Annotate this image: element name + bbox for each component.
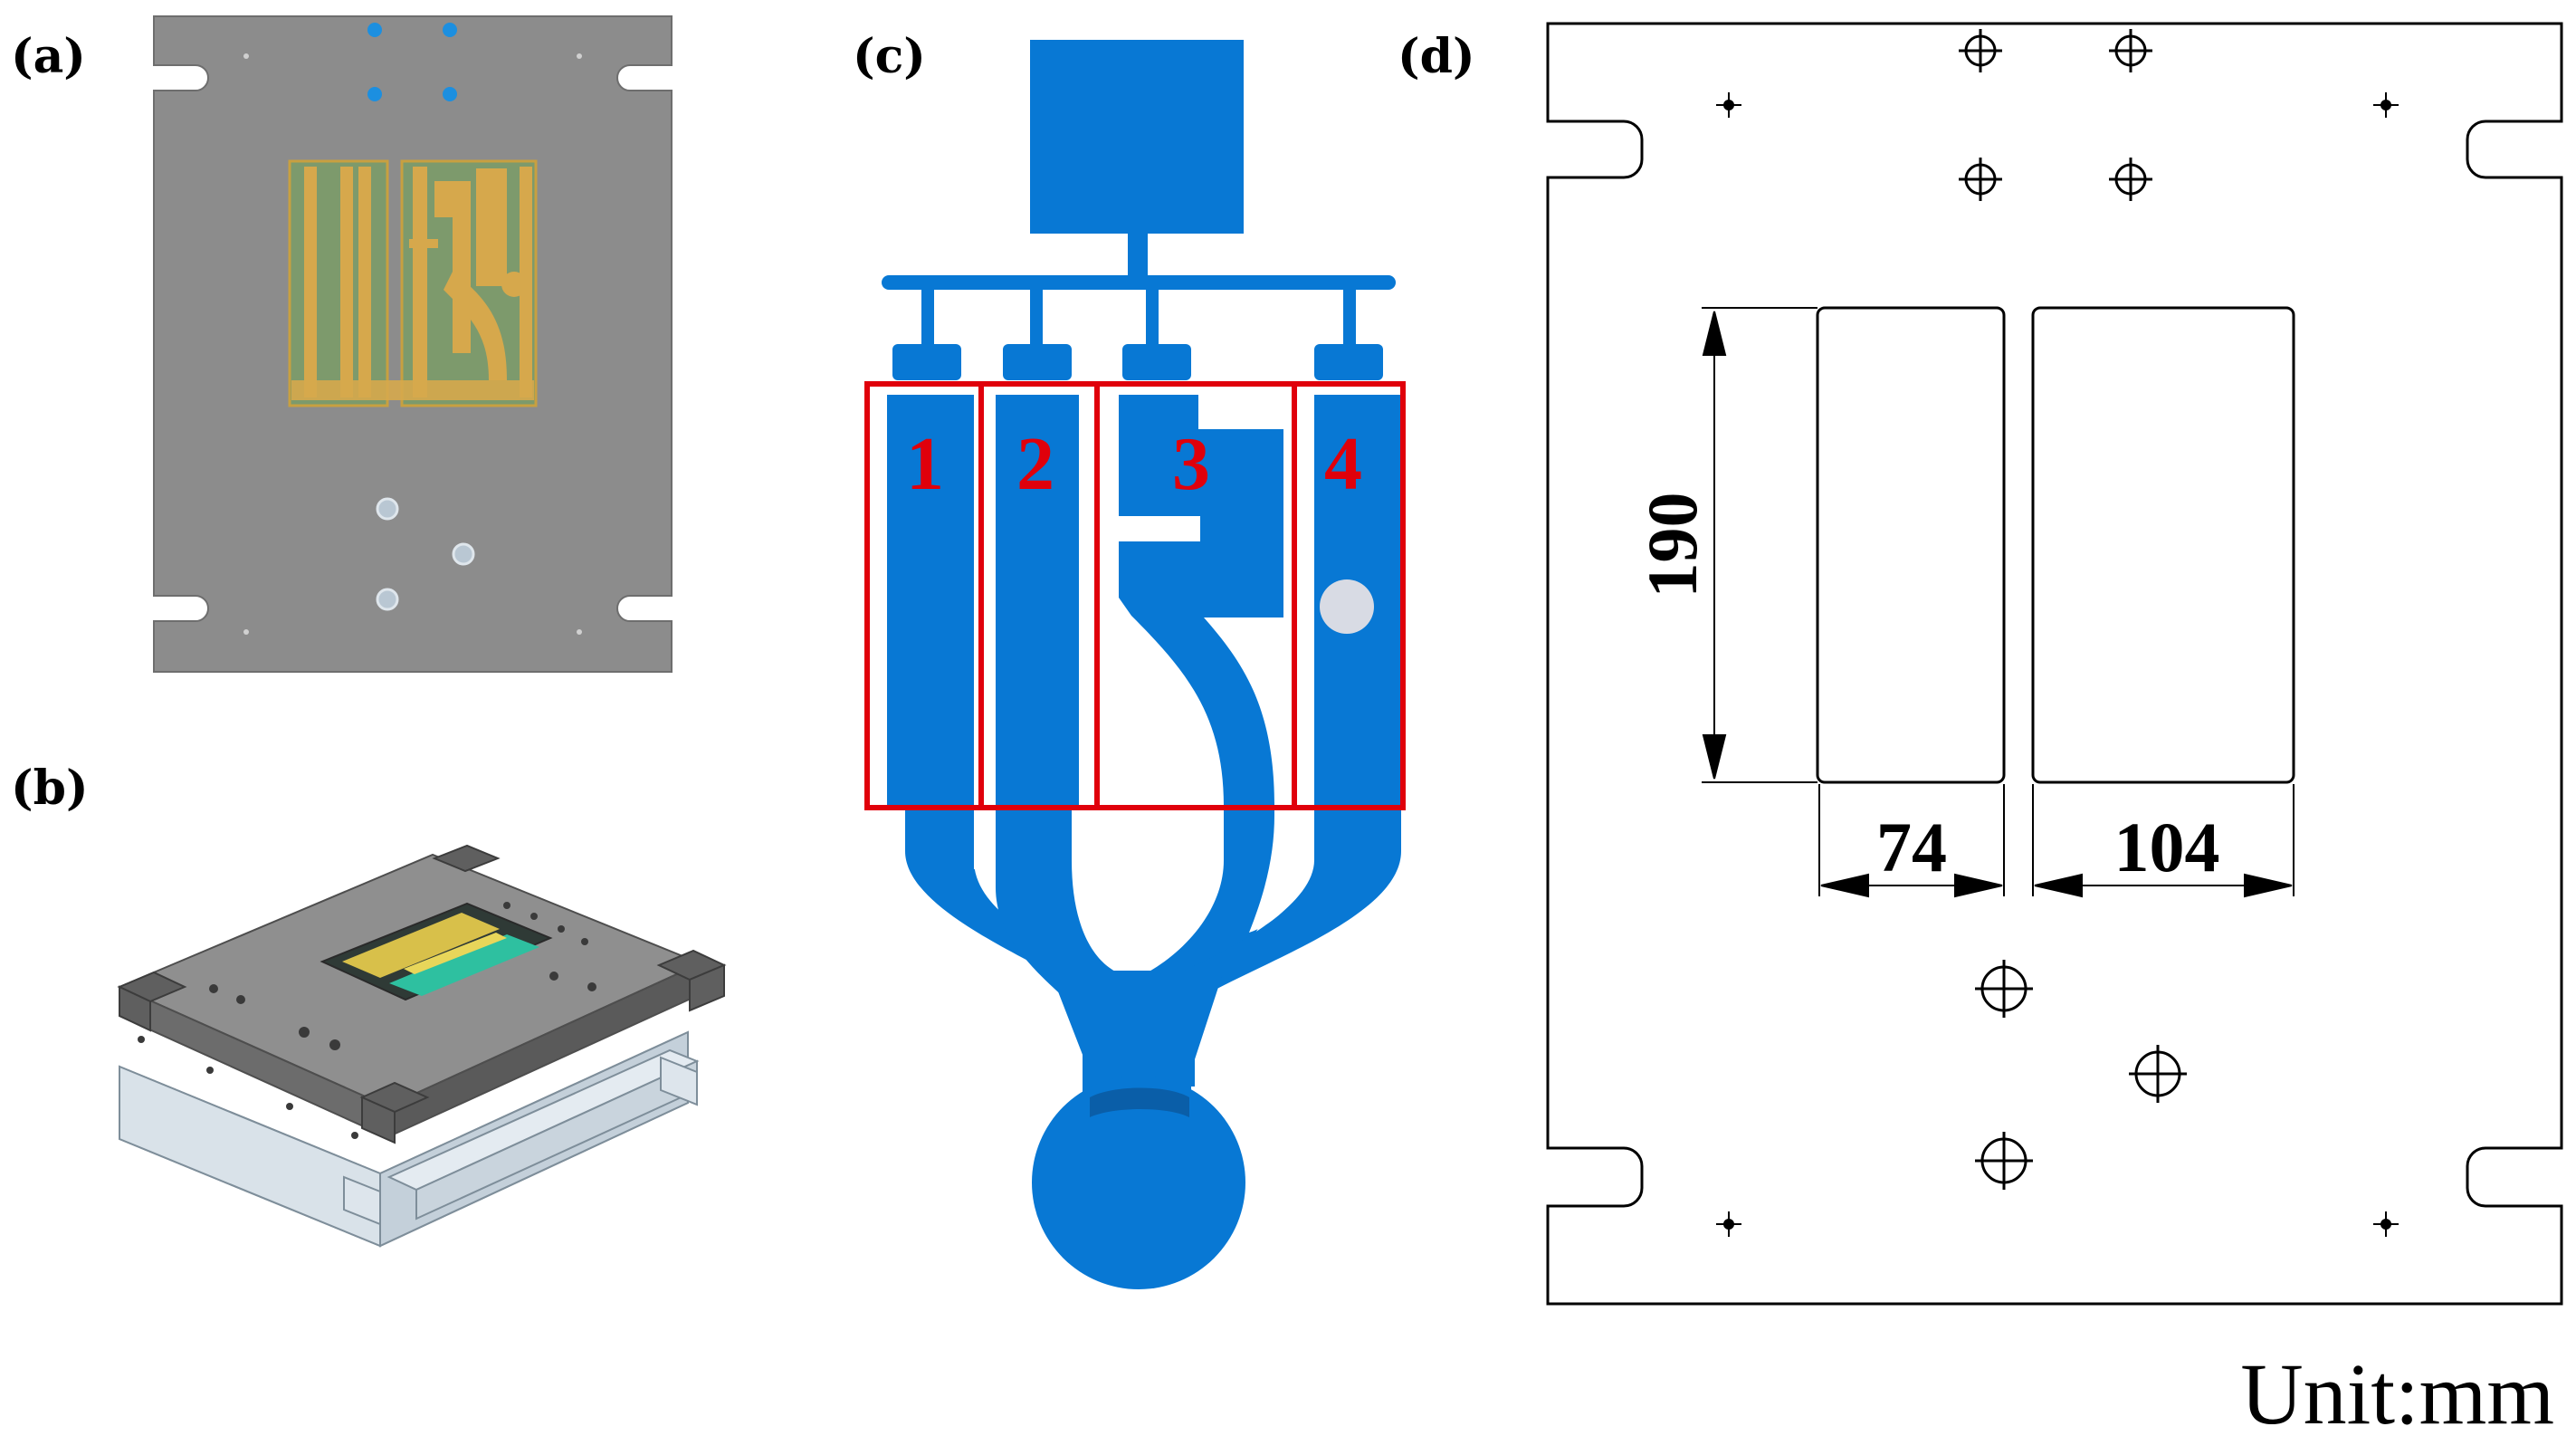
- cavity-number-3: 3: [1172, 422, 1210, 506]
- specimen-1: [887, 395, 974, 806]
- bolt-holes: [376, 497, 475, 611]
- plate-outline-drawing: [1546, 22, 2563, 1306]
- specimen-2: [996, 395, 1079, 806]
- riser-circle: [1320, 579, 1374, 634]
- drawing-holes: [1959, 29, 2187, 1190]
- panel-c: (c): [853, 29, 1406, 1289]
- overflow-ball: [1032, 1076, 1245, 1289]
- dimension-lines: [1702, 307, 2295, 898]
- panel-label-c: (c): [853, 29, 926, 84]
- cavity-number-1: 1: [906, 422, 944, 506]
- panel-label-d: (d): [1398, 29, 1475, 84]
- bottom-manifold: [905, 802, 1113, 978]
- panel-label-b: (b): [11, 761, 89, 816]
- sprue-block: [1030, 40, 1244, 234]
- corner-pins: [243, 53, 582, 635]
- cavity-number-4: 4: [1324, 422, 1362, 506]
- panel-b: (b): [11, 761, 727, 1248]
- dimension-height-label: 190: [1633, 493, 1712, 598]
- mold-inserts: [288, 159, 538, 407]
- casting-blue: [882, 40, 1401, 1289]
- cavity-rect-left: [1816, 306, 2006, 784]
- unit-label: Unit:mm: [2240, 1345, 2554, 1436]
- specimen-3: [1119, 395, 1283, 806]
- drawing-small-pins: [1716, 92, 2399, 1237]
- panel-d: (d): [1398, 22, 2563, 1436]
- cavity-rect-right: [2031, 306, 2295, 784]
- runner-bar: [882, 275, 1396, 290]
- dimension-width-right-label: 104: [2114, 808, 2220, 886]
- plate-bolt-holes: [138, 902, 596, 1139]
- dimension-width-left-label: 74: [1876, 808, 1947, 886]
- panel-a: (a): [11, 15, 673, 673]
- cavity-number-2: 2: [1016, 422, 1054, 506]
- highlight-frame: [864, 381, 1406, 810]
- panel-label-a: (a): [11, 29, 86, 84]
- cooling-holes: [367, 23, 457, 101]
